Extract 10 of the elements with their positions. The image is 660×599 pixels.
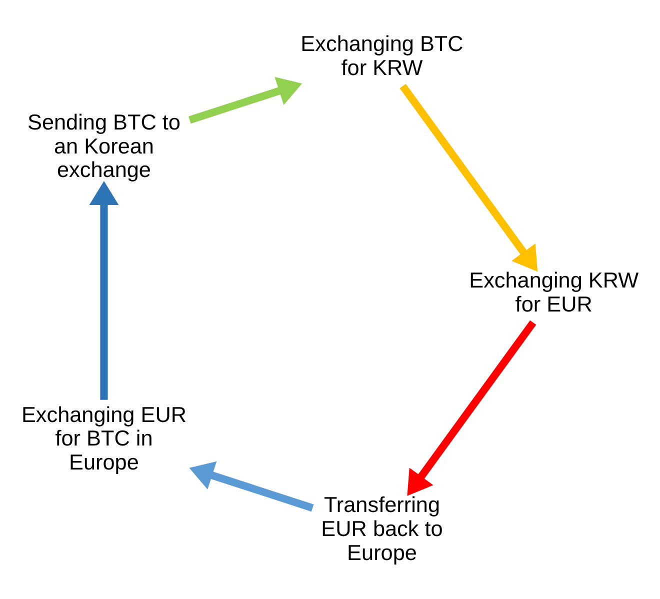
node-text: Exchanging KRW for EUR bbox=[469, 267, 639, 316]
arrow bbox=[189, 460, 314, 512]
arrow bbox=[89, 180, 119, 400]
node-text: Transferring EUR back to Europe bbox=[321, 492, 443, 564]
arrow bbox=[407, 320, 536, 496]
node-text: Exchanging EUR for BTC in Europe bbox=[21, 401, 187, 474]
node-text: Sending BTC to an Korean exchange bbox=[27, 108, 180, 182]
arrow bbox=[188, 76, 302, 124]
arrow bbox=[400, 83, 538, 272]
node-text: Exchanging BTC for KRW bbox=[300, 30, 464, 80]
